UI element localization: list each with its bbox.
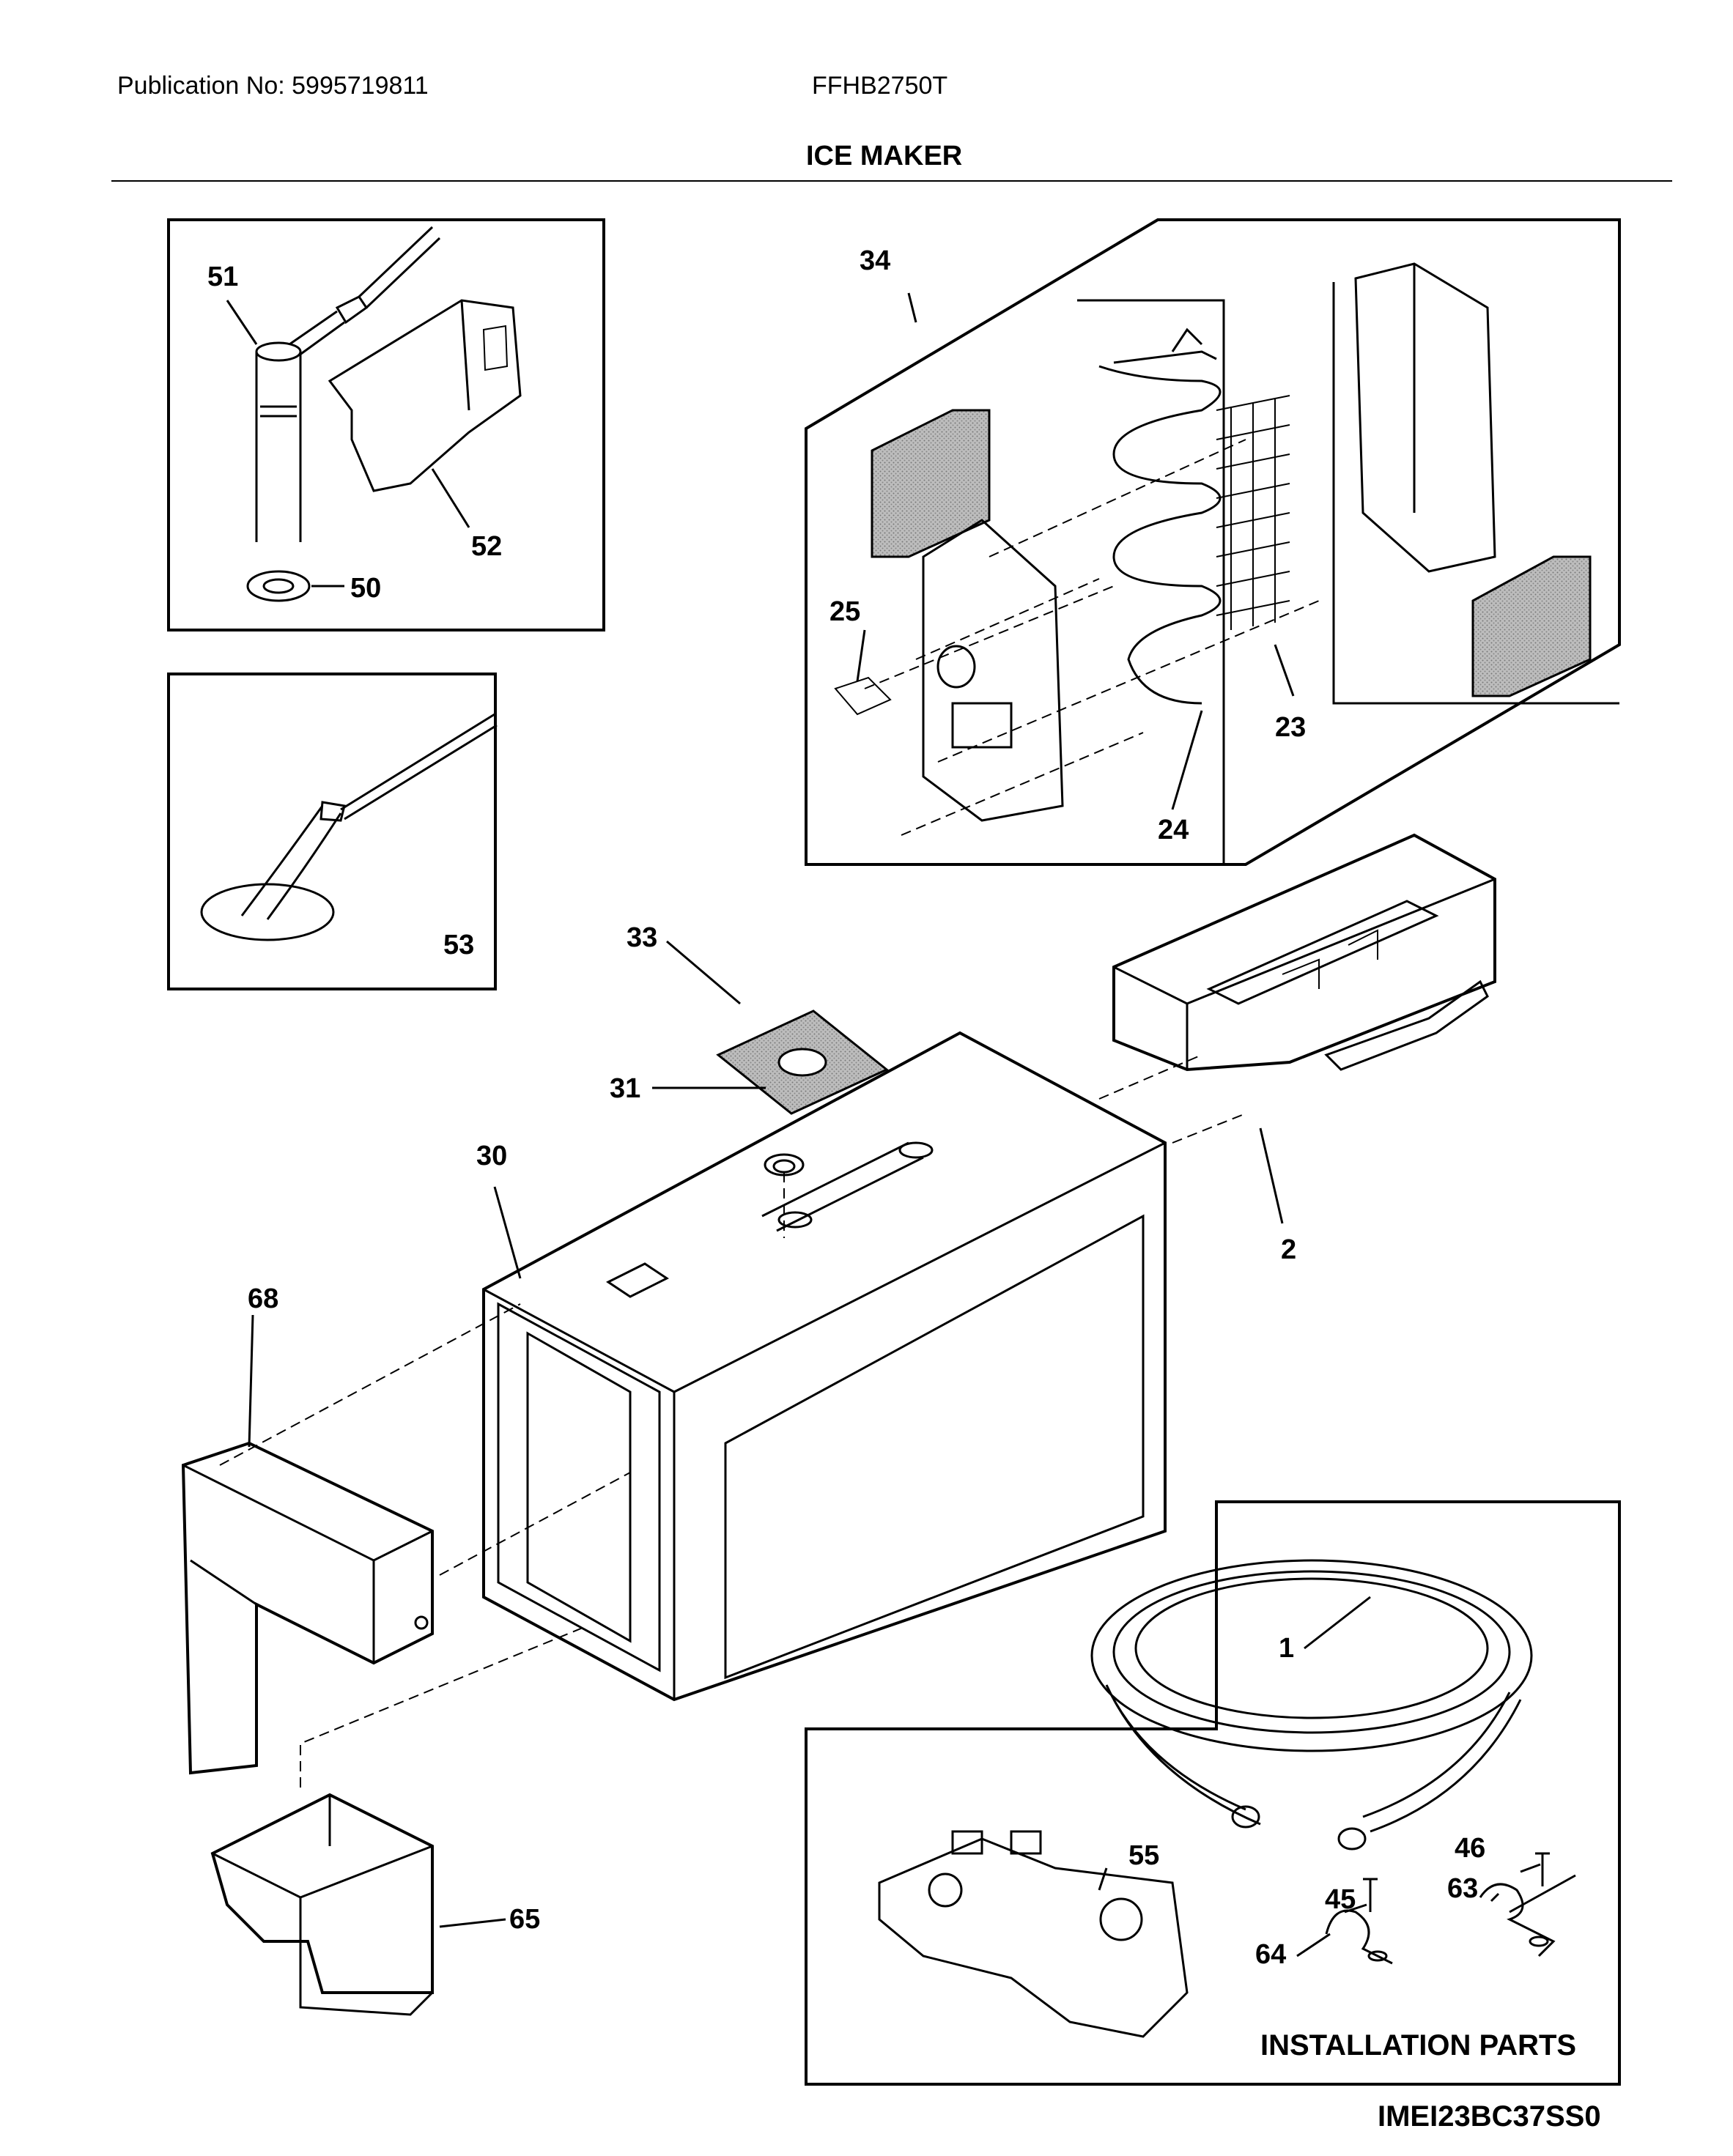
model-number: FFHB2750T: [812, 72, 948, 100]
callout-55: 55: [1128, 1840, 1159, 1871]
callout-64: 64: [1255, 1939, 1286, 1970]
callout-23: 23: [1275, 712, 1306, 743]
part-65-bucket: [210, 1793, 434, 2016]
callout-33: 33: [627, 922, 657, 953]
callout-51: 51: [207, 262, 238, 292]
evaporator-assembly-outline: [805, 218, 1621, 866]
callout-53: 53: [443, 930, 474, 960]
callout-31: 31: [610, 1073, 640, 1104]
inset-box-fill-tube: [167, 673, 498, 990]
installation-parts-label: INSTALLATION PARTS: [1260, 2029, 1576, 2061]
callout-63: 63: [1447, 1873, 1478, 1904]
callout-52: 52: [471, 531, 502, 562]
callout-25: 25: [829, 596, 860, 627]
header-divider: [111, 180, 1672, 182]
assembly-guide-lines: [219, 439, 1320, 1788]
callout-leaders: [226, 292, 1541, 1957]
part-2-ice-maker: [1112, 833, 1496, 1072]
callout-2: 2: [1281, 1234, 1296, 1265]
callout-65: 65: [509, 1904, 540, 1935]
callout-34: 34: [860, 245, 890, 276]
callout-24: 24: [1158, 815, 1189, 845]
callout-68: 68: [248, 1283, 278, 1314]
inset-box-drain-parts: [167, 218, 605, 631]
part-68-cover: [181, 1441, 434, 1775]
installation-parts-box: [805, 1500, 1621, 2086]
callout-45: 45: [1325, 1884, 1356, 1915]
page-title: ICE MAKER: [806, 141, 963, 171]
callout-46: 46: [1455, 1833, 1485, 1864]
callout-50: 50: [350, 573, 381, 604]
callout-1: 1: [1279, 1633, 1294, 1664]
part-30-housing: [482, 1031, 1167, 1702]
publication-number: Publication No: 5995719811: [117, 72, 429, 100]
diagram-code: IMEI23BC37SS0: [1378, 2100, 1601, 2133]
callout-30: 30: [476, 1141, 507, 1171]
